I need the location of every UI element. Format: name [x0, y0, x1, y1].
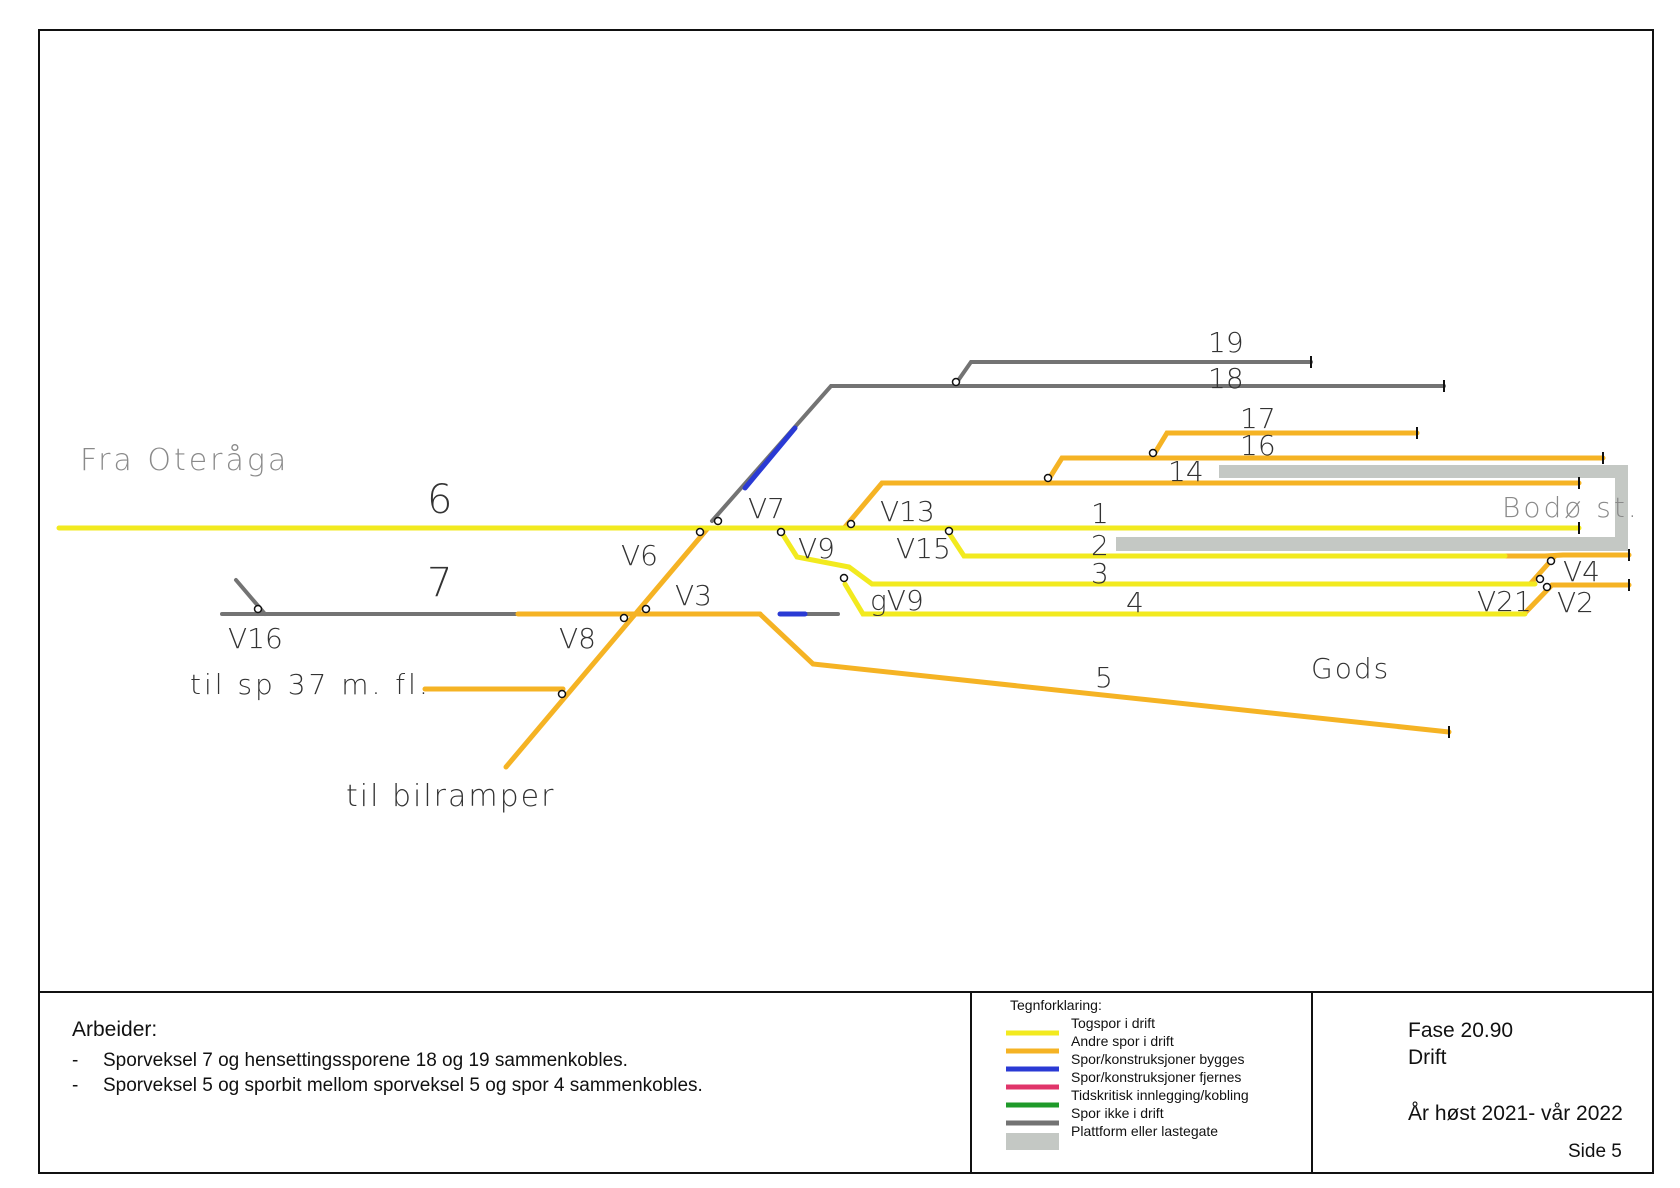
switch-dot-v8 — [619, 613, 629, 623]
track-label-18: 18 — [1208, 362, 1244, 395]
switch-dot-v3 — [641, 604, 651, 614]
switch-dot-14 — [1043, 473, 1053, 483]
track-v2 — [1522, 582, 1632, 616]
legend-label-4: Tidskritisk innlegging/kobling — [1071, 1087, 1249, 1103]
works-bullet-2: - — [72, 1075, 78, 1096]
label-from-oteraga: Fra Oteråga — [80, 442, 289, 478]
track-5 — [757, 611, 1452, 735]
legend-label-3: Spor/konstruksjoner fjernes — [1071, 1069, 1241, 1085]
buffer-stops — [1310, 356, 1630, 738]
info-panel: Fase 20.90 Drift År høst 2021- vår 2022 … — [1408, 1019, 1623, 1162]
legend-title: Tegnforklaring: — [1010, 997, 1102, 1013]
platforms — [1116, 465, 1628, 551]
track-4 — [842, 581, 1528, 617]
sheet-frame — [38, 29, 1654, 1174]
legend-label-0: Togspor i drift — [1071, 1015, 1155, 1031]
switch-label-v9: V9 — [798, 532, 835, 565]
platform-lower — [1116, 537, 1628, 551]
legend-label-6: Plattform eller lastegate — [1071, 1123, 1218, 1139]
switch-label-v8: V8 — [559, 622, 596, 655]
switch-label-v4: V4 — [1563, 555, 1600, 588]
page-label: Side 5 — [1568, 1141, 1622, 1162]
switch-label-v13: V13 — [880, 495, 935, 528]
legend-label-5: Spor ikke i drift — [1071, 1105, 1164, 1121]
switch-dot-v6 — [695, 527, 705, 537]
phase-label: Fase 20.90 — [1408, 1019, 1513, 1042]
track-label-2: 2 — [1091, 529, 1109, 562]
track-label-17: 17 — [1240, 402, 1276, 435]
switch-label-v7: V7 — [748, 492, 785, 525]
track-3 — [777, 527, 1538, 587]
track-19 — [953, 360, 1313, 387]
period-label: År høst 2021- vår 2022 — [1408, 1102, 1623, 1125]
legend-label-1: Andre spor i drift — [1071, 1033, 1174, 1049]
switch-dot-18-19 — [951, 377, 961, 387]
built-tracks — [742, 425, 808, 617]
switch-label-v15: V15 — [896, 532, 951, 565]
label-to-track-37: til sp 37 m. fl. — [190, 668, 431, 701]
works-item-2: Sporveksel 5 og sporbit mellom sporvekse… — [103, 1075, 703, 1096]
switch-label-v3: V3 — [675, 579, 712, 612]
switch-dot-v2 — [1542, 582, 1552, 592]
track-label-16: 16 — [1240, 429, 1276, 462]
other-tracks — [422, 430, 1632, 770]
label-to-ramps: til bilramper — [346, 779, 555, 814]
track-to-ramps — [503, 525, 711, 770]
switch-dot-to-37 — [557, 689, 567, 699]
built-segment-v7 — [742, 425, 798, 491]
switch-markers — [253, 377, 1556, 699]
switch-dot-v9 — [776, 527, 786, 537]
switch-label-v6: V6 — [621, 539, 658, 572]
switch-dot-v15 — [944, 526, 954, 536]
switch-labels: V7 V13 V6 V9 V15 V3 gV9 V16 V8 V4 V21 V2 — [228, 492, 1600, 655]
works-heading: Arbeider: — [72, 1018, 157, 1041]
legend-label-2: Spor/konstruksjoner bygges — [1071, 1051, 1245, 1067]
inactive-tracks — [220, 360, 1446, 616]
switch-dot-17 — [1148, 448, 1158, 458]
track-label-1: 1 — [1091, 497, 1109, 530]
track-number-labels: 19 18 17 16 14 6 1 2 3 7 4 5 — [427, 326, 1276, 694]
legend-swatch-6 — [1006, 1133, 1059, 1150]
track-label-14: 14 — [1168, 455, 1204, 488]
switch-dot-v7 — [713, 516, 723, 526]
switch-dot-gv9 — [839, 573, 849, 583]
platform-right — [1615, 465, 1628, 551]
switch-label-v2: V2 — [1557, 586, 1594, 619]
label-freight: Gods — [1311, 652, 1390, 685]
switch-dot-v13 — [846, 519, 856, 529]
track-16 — [1044, 455, 1606, 485]
status-label: Drift — [1408, 1046, 1447, 1069]
switch-label-v16: V16 — [228, 622, 283, 655]
works-item-1: Sporveksel 7 og hensettingssporene 18 og… — [103, 1050, 628, 1071]
track-label-19: 19 — [1208, 326, 1244, 359]
switch-label-gv9: gV9 — [870, 584, 924, 617]
track-17 — [1150, 430, 1420, 459]
platform-upper — [1219, 465, 1628, 478]
switch-label-v21: V21 — [1477, 585, 1532, 618]
track-18 — [710, 384, 1446, 523]
track-label-4: 4 — [1126, 586, 1144, 619]
track-2 — [944, 527, 1508, 559]
switch-dot-v4 — [1546, 556, 1556, 566]
works-panel: Arbeider: - Sporveksel 7 og hensettingss… — [72, 1018, 703, 1096]
works-bullet-1: - — [72, 1050, 78, 1071]
track-label-6: 6 — [427, 477, 452, 523]
switch-dot-v21 — [1535, 574, 1545, 584]
train-tracks — [56, 525, 1582, 617]
switch-dot-v16 — [253, 604, 263, 614]
track-label-7: 7 — [427, 560, 452, 606]
track-label-5: 5 — [1095, 661, 1113, 694]
location-labels: Fra Oteråga Bodø st. Gods til sp 37 m. f… — [80, 442, 1640, 814]
track-label-3: 3 — [1091, 557, 1109, 590]
label-bodo-station: Bodø st. — [1502, 491, 1640, 524]
track-14 — [842, 480, 1582, 530]
